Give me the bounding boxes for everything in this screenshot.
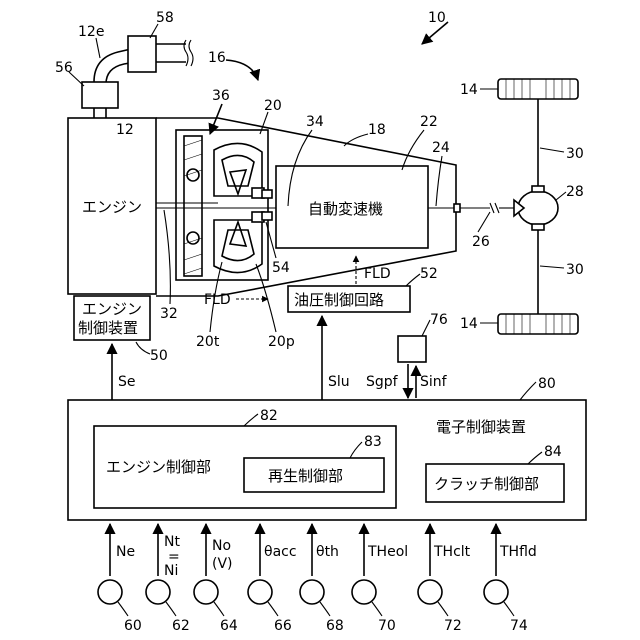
sensor-70-label: 70 <box>378 618 396 634</box>
ref-14-upper-label: 14 <box>460 82 478 98</box>
sensor-66-label: 66 <box>274 618 292 634</box>
thclt-label: THclt <box>433 544 471 560</box>
ref-14-lower-label: 14 <box>460 316 478 332</box>
sensor-74: 74 <box>484 580 528 634</box>
ref-18-label: 18 <box>368 122 386 138</box>
ref-76-leader <box>422 320 430 336</box>
sensor-60-label: 60 <box>124 618 142 634</box>
sensor-72: 72 <box>418 580 462 634</box>
nt-label: Nt <box>164 534 180 550</box>
sensor-62-label: 62 <box>172 618 190 634</box>
ref-12e-leader <box>96 38 100 58</box>
sensor-72-label: 72 <box>444 618 462 634</box>
wheel-lower <box>498 314 578 334</box>
ref-30-upper-label: 30 <box>566 146 584 162</box>
se-signal-label: Se <box>118 374 136 390</box>
sensor-68: 68 <box>300 580 344 634</box>
ref-16-label: 16 <box>208 50 226 66</box>
ref-22-label: 22 <box>420 114 438 130</box>
component-58 <box>128 36 156 72</box>
ref-22-leader <box>402 130 424 170</box>
wheel-upper <box>498 79 578 99</box>
ref-32-label: 32 <box>160 306 178 322</box>
ref-76-label: 76 <box>430 312 448 328</box>
ref-26-leader <box>478 212 490 232</box>
engine-control-device-line1: エンジン <box>82 300 142 318</box>
ne-label: Ne <box>116 544 135 560</box>
ref-28-leader <box>556 192 566 200</box>
engine-label: エンジン <box>82 198 142 216</box>
theta-acc-label: θacc <box>264 544 297 560</box>
sensor-60: 60 <box>98 580 142 634</box>
ref-56-leader <box>69 72 84 86</box>
sinf-signal-label: Sinf <box>420 374 448 390</box>
regeneration-control-section-label: 再生制御部 <box>268 467 343 485</box>
ref-24-label: 24 <box>432 140 450 156</box>
sensor-62: 62 <box>146 580 190 634</box>
sensor-76 <box>398 336 426 362</box>
ref-12-label: 12 <box>116 122 134 138</box>
engine-control-device-line2: 制御装置 <box>78 319 138 337</box>
torque-converter <box>176 130 272 280</box>
no-unit-label: (V) <box>212 556 233 572</box>
component-56 <box>82 82 118 108</box>
ref-82-label: 82 <box>260 408 278 424</box>
sgpf-signal-label: Sgpf <box>366 374 399 390</box>
ref-80-label: 80 <box>538 376 556 392</box>
clutch-control-section-label: クラッチ制御部 <box>434 475 539 493</box>
ref-30-lower-label: 30 <box>566 262 584 278</box>
ref-52-leader <box>406 274 420 286</box>
no-label: No <box>212 538 231 554</box>
sensor-74-label: 74 <box>510 618 528 634</box>
automatic-transmission-label: 自動変速機 <box>308 200 383 218</box>
ref-50-label: 50 <box>150 348 168 364</box>
ref-16-arrow <box>226 60 258 80</box>
slu-signal-label: Slu <box>328 374 350 390</box>
theol-label: THeol <box>367 544 408 560</box>
sensor-64: 64 <box>194 580 238 634</box>
ref-50-leader <box>136 342 150 354</box>
ref-24-leader <box>436 156 442 206</box>
ref-80-leader <box>520 382 536 400</box>
ref-28-label: 28 <box>566 184 584 200</box>
ref-58-label: 58 <box>156 10 174 26</box>
differential-gear <box>514 186 558 230</box>
ref-54-label: 54 <box>272 260 290 276</box>
thfld-label: THfld <box>499 544 537 560</box>
ref-26-label: 26 <box>472 234 490 250</box>
ref-83-label: 83 <box>364 434 382 450</box>
sensor-64-label: 64 <box>220 618 238 634</box>
hydraulic-control-circuit-label: 油圧制御回路 <box>294 291 384 309</box>
ref-84-label: 84 <box>544 444 562 460</box>
ni-label: Ni <box>164 563 178 579</box>
theta-th-label: θth <box>316 544 339 560</box>
ref-20-label: 20 <box>264 98 282 114</box>
ref-52-label: 52 <box>420 266 438 282</box>
sensor-68-label: 68 <box>326 618 344 634</box>
ref-10-label: 10 <box>428 10 446 26</box>
ref-20t-label: 20t <box>196 334 220 350</box>
sensor-66: 66 <box>248 580 292 634</box>
ref-34-label: 34 <box>306 114 324 130</box>
ref-32-leader <box>164 210 170 304</box>
fld-upper-label: FLD <box>364 266 391 282</box>
ref-12e-label: 12e <box>78 24 104 40</box>
sensor-70: 70 <box>352 580 396 634</box>
fld-lower-label: FLD <box>204 292 231 308</box>
ref-20p-label: 20p <box>268 334 295 350</box>
electronic-control-unit-label: 電子制御装置 <box>436 418 526 436</box>
ref-36-label: 36 <box>212 88 230 104</box>
engine-control-section-label: エンジン制御部 <box>106 458 211 476</box>
